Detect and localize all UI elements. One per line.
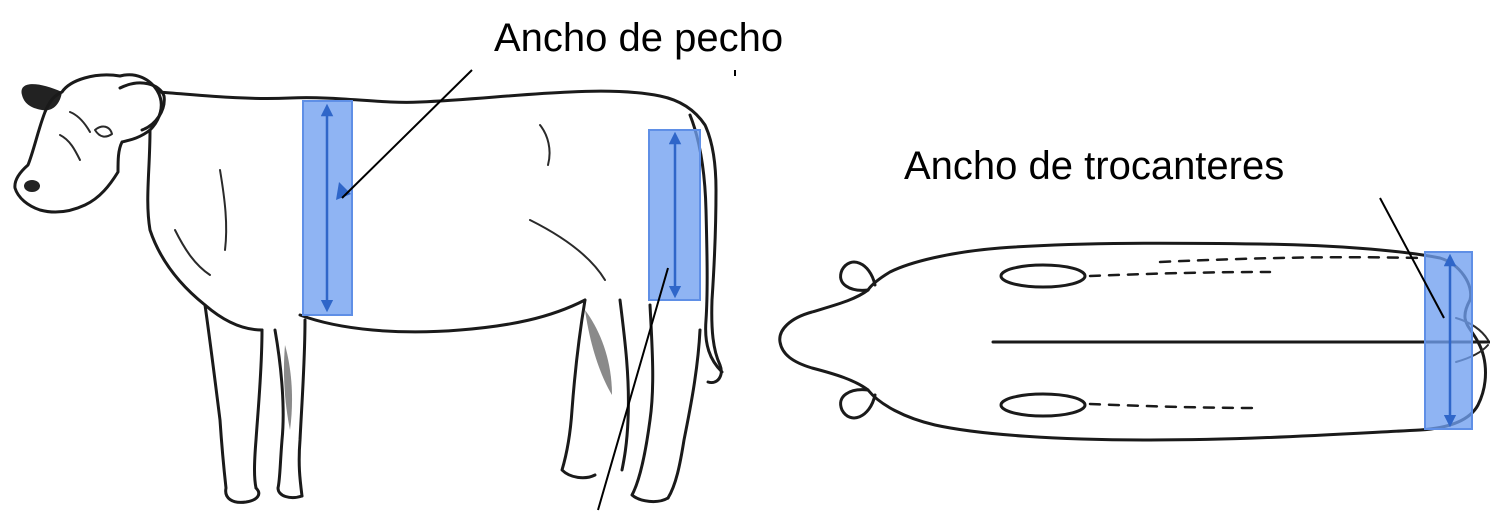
trochanter-leader-line <box>1379 197 1445 319</box>
trochanter-width-marker <box>1424 251 1473 430</box>
chest-width-marker <box>302 100 353 316</box>
chest-width-label: Ancho de pecho <box>494 16 784 60</box>
hind-leg-shading <box>585 310 612 395</box>
cow-top-view-icon <box>778 241 1490 442</box>
chest-leader-line <box>341 69 473 199</box>
trochanter-width-label: Ancho de trocanteres <box>904 144 1285 188</box>
leg-shading <box>283 345 293 430</box>
hip-width-marker-side <box>648 129 701 301</box>
trochanter-width-band <box>1424 251 1473 430</box>
cow-ear-dark <box>21 84 62 111</box>
cow-side-view-icon <box>13 73 724 504</box>
chest-pointer-head <box>336 182 351 200</box>
hip-leader-line-side <box>597 267 669 511</box>
